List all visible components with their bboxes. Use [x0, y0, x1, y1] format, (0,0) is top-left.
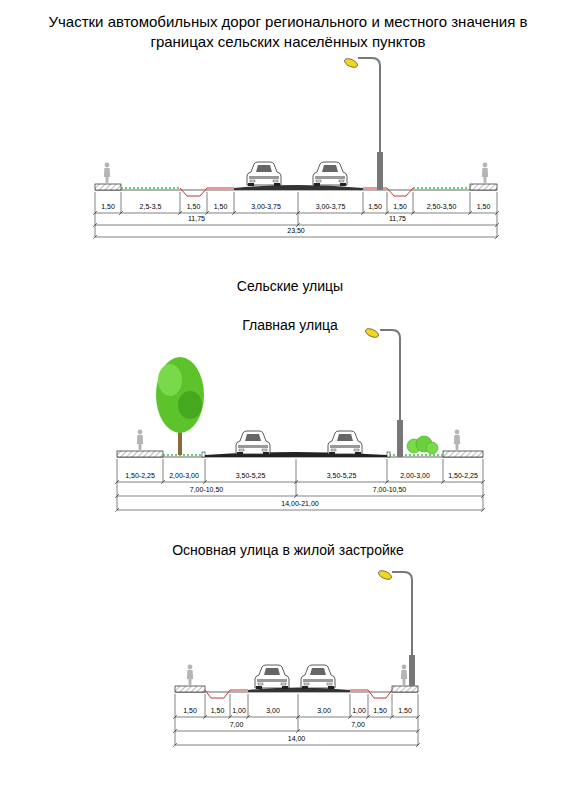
- dimension-value: 3,00: [266, 707, 280, 715]
- section-heading: Сельские улицы: [237, 279, 343, 294]
- dimension-value: 14,00: [288, 735, 306, 743]
- section-heading: Основная улица в жилой застройке: [172, 543, 404, 558]
- dimension-value: 23,50: [287, 227, 305, 235]
- dimension-value: 7,00: [351, 721, 365, 729]
- dimension-value: 1,00: [352, 707, 366, 715]
- dimension-value: 1,50: [373, 707, 387, 715]
- section-heading: Главная улица: [242, 318, 338, 333]
- dimension-value: 1,50: [101, 203, 115, 211]
- section-regional-road: [95, 57, 497, 196]
- dimension-value: 11,75: [389, 215, 406, 223]
- dimension-value: 1,50: [183, 707, 197, 715]
- dimension-value: 1,50: [187, 203, 201, 211]
- dimension-value: 3,00: [317, 707, 331, 715]
- dimension-value: 1,50: [477, 203, 491, 211]
- dimension-lines: [93, 192, 499, 747]
- dimension-value: 7,00-10,50: [373, 486, 406, 494]
- dimension-value: 2,50-3,50: [427, 203, 457, 211]
- dimension-value: 7,00-10,50: [190, 486, 223, 494]
- dimension-value: 2,00-3,00: [400, 472, 430, 480]
- dimension-value: 2,5-3,5: [140, 203, 162, 211]
- dimension-value: 3,00-3,75: [251, 203, 281, 211]
- dimension-value: 1,50: [393, 203, 407, 211]
- section-main-street: [117, 327, 483, 457]
- dimension-value: 7,00: [230, 721, 244, 729]
- section-residential-street: [175, 569, 418, 698]
- dimension-value: 1,00: [232, 707, 246, 715]
- dimension-value: 1,50-2,25: [448, 472, 478, 480]
- dimension-value: 3,50-5,25: [236, 472, 266, 480]
- dimension-value: 1,50: [211, 707, 225, 715]
- dimension-value: 3,50-5,25: [327, 472, 357, 480]
- dimension-value: 11,75: [188, 215, 205, 223]
- dimension-value: 1,50: [368, 203, 382, 211]
- dimension-value: 3,00-3,75: [316, 203, 346, 211]
- dimension-value: 1,50: [214, 203, 228, 211]
- dimension-value: 14,00-21,00: [281, 500, 318, 508]
- dimension-value: 1,50-2,25: [125, 472, 155, 480]
- title: Участки автомобильных дорог региональног…: [28, 12, 548, 52]
- dimension-value: 1,50: [398, 707, 412, 715]
- dimension-value: 2,00-3,00: [169, 472, 199, 480]
